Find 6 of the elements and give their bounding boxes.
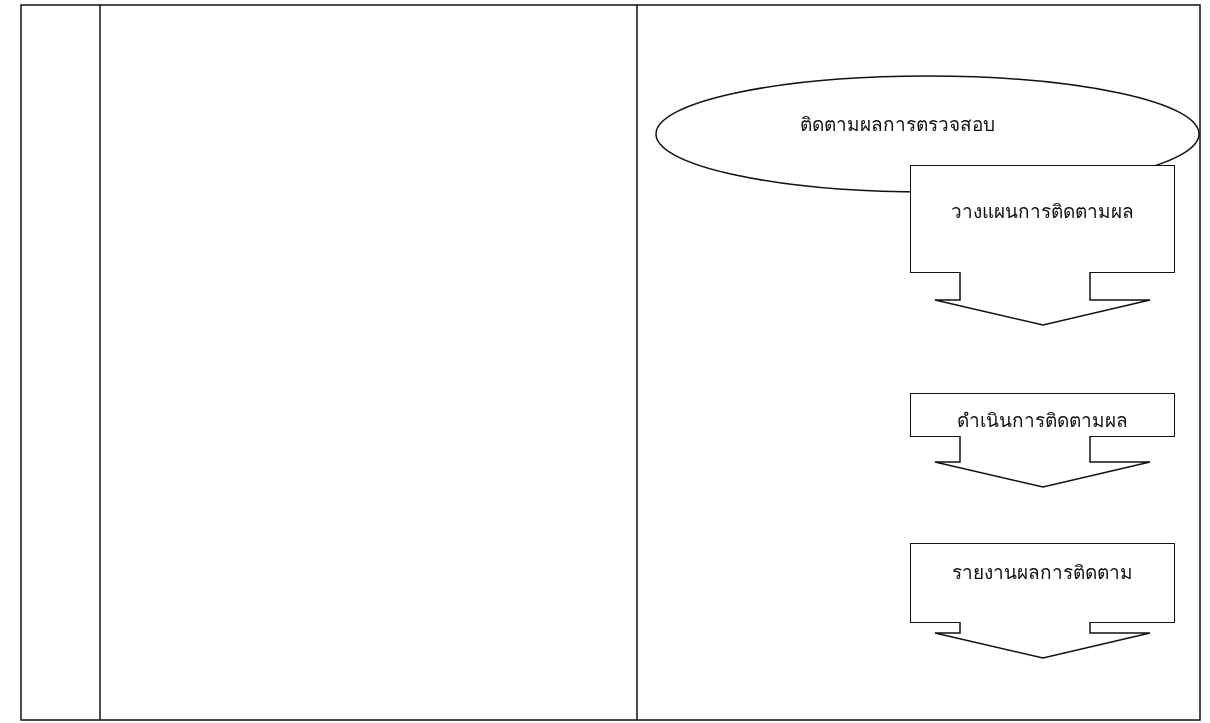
process-box: ดำเนินการติดตามผล	[910, 393, 1175, 437]
process-box: รายงานผลการติดตาม	[910, 543, 1175, 623]
block-arrow	[934, 271, 1151, 326]
process-box: วางแผนการติดตามผล	[910, 165, 1175, 273]
block-arrow	[934, 435, 1151, 488]
block-arrow	[934, 621, 1151, 659]
